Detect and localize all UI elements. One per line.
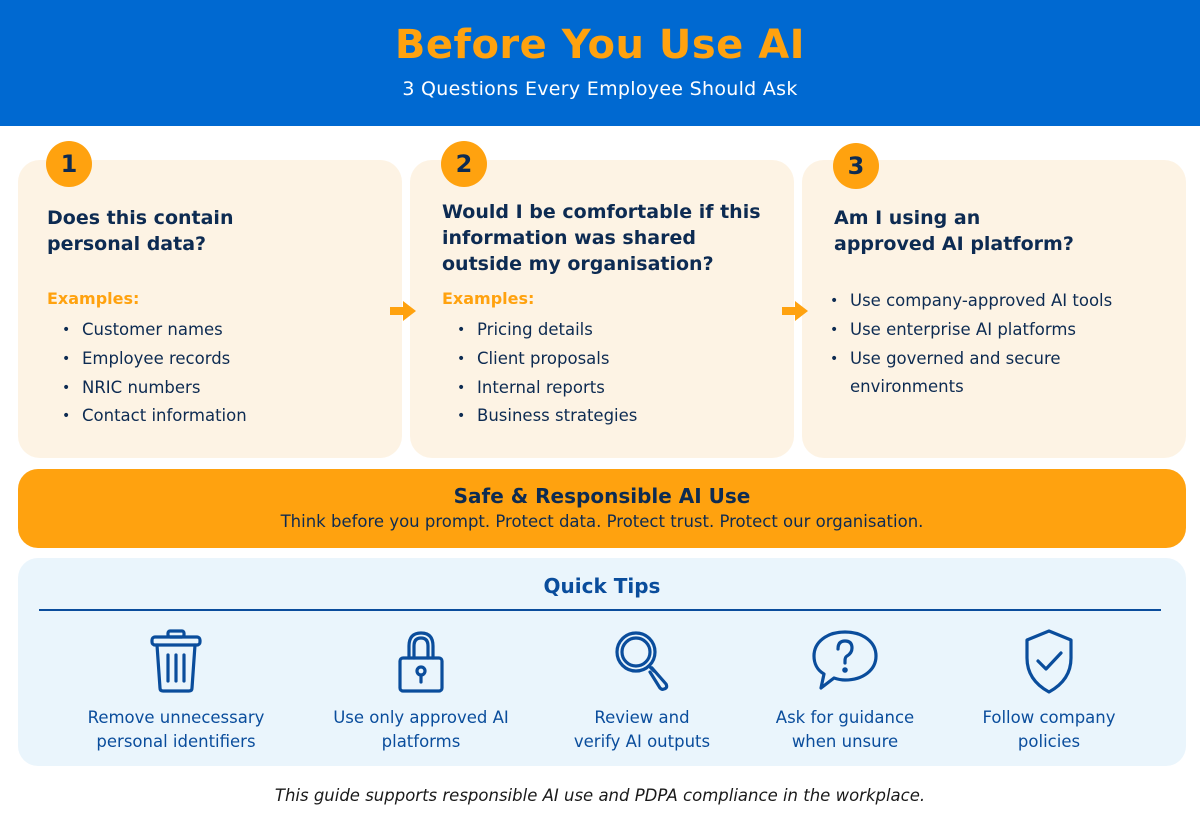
divider xyxy=(39,609,1161,611)
list-item: Employee records xyxy=(58,345,247,374)
list-item: Customer names xyxy=(58,316,247,345)
examples-list-2: Pricing details Client proposals Interna… xyxy=(453,316,637,431)
tip-label: Remove unnecessary personal identifiers xyxy=(87,708,265,751)
list-item: Use governed and secure xyxy=(826,345,1112,374)
question-bubble-icon xyxy=(812,630,878,690)
list-item-continuation: environments xyxy=(850,377,964,397)
banner-title: Safe & Responsible AI Use xyxy=(453,484,751,508)
tip-follow-policies: Follow company policies xyxy=(939,628,1159,754)
list-item: Internal reports xyxy=(453,374,637,403)
question-title-3: Am I using an approved AI platform? xyxy=(834,207,1074,255)
tip-remove-identifiers: Remove unnecessary personal identifiers xyxy=(66,628,286,754)
tip-label: Use only approved AI platforms xyxy=(333,708,509,751)
question-number-1: 1 xyxy=(46,141,92,187)
page-subtitle: 3 Questions Every Employee Should Ask xyxy=(402,78,798,100)
tip-ask-guidance: Ask for guidance when unsure xyxy=(735,628,955,754)
examples-label-2: Examples: xyxy=(442,289,535,308)
arrow-right-icon xyxy=(782,301,808,321)
header-banner: Before You Use AI 3 Questions Every Empl… xyxy=(0,0,1200,126)
list-item: Use company-approved AI tools xyxy=(826,287,1112,316)
tip-label: Ask for guidance when unsure xyxy=(775,708,915,751)
question-title-1: Does this contain personal data? xyxy=(47,207,234,255)
guidance-list-3: Use company-approved AI tools Use enterp… xyxy=(826,287,1112,402)
shield-check-icon xyxy=(1025,629,1073,694)
examples-list-1: Customer names Employee records NRIC num… xyxy=(58,316,247,431)
responsible-ai-banner: Safe & Responsible AI Use Think before y… xyxy=(18,469,1186,548)
magnifier-icon xyxy=(615,631,669,691)
quick-tips-title: Quick Tips xyxy=(543,574,661,598)
list-item: NRIC numbers xyxy=(58,374,247,403)
quick-tips-panel: Quick Tips Remove unnecessary personal i… xyxy=(18,558,1186,766)
list-item: Client proposals xyxy=(453,345,637,374)
list-item: Pricing details xyxy=(453,316,637,345)
footer-note: This guide supports responsible AI use a… xyxy=(274,786,926,805)
tip-verify-outputs: Review and verify AI outputs xyxy=(532,628,752,754)
examples-label-1: Examples: xyxy=(47,289,140,308)
banner-text: Think before you prompt. Protect data. P… xyxy=(280,512,924,531)
trash-icon xyxy=(150,629,202,693)
tip-approved-platforms: Use only approved AI platforms xyxy=(311,628,531,754)
question-number-2: 2 xyxy=(441,141,487,187)
arrow-right-icon xyxy=(390,301,416,321)
tip-label: Follow company policies xyxy=(982,708,1116,751)
question-number-3: 3 xyxy=(833,143,879,189)
page-title: Before You Use AI xyxy=(394,22,806,68)
list-item: Business strategies xyxy=(453,402,637,431)
list-item: Use enterprise AI platforms xyxy=(826,316,1112,345)
list-item: Contact information xyxy=(58,402,247,431)
tip-label: Review and verify AI outputs xyxy=(573,708,711,751)
lock-icon xyxy=(398,631,444,693)
question-title-2: Would I be comfortable if this informati… xyxy=(442,201,761,275)
